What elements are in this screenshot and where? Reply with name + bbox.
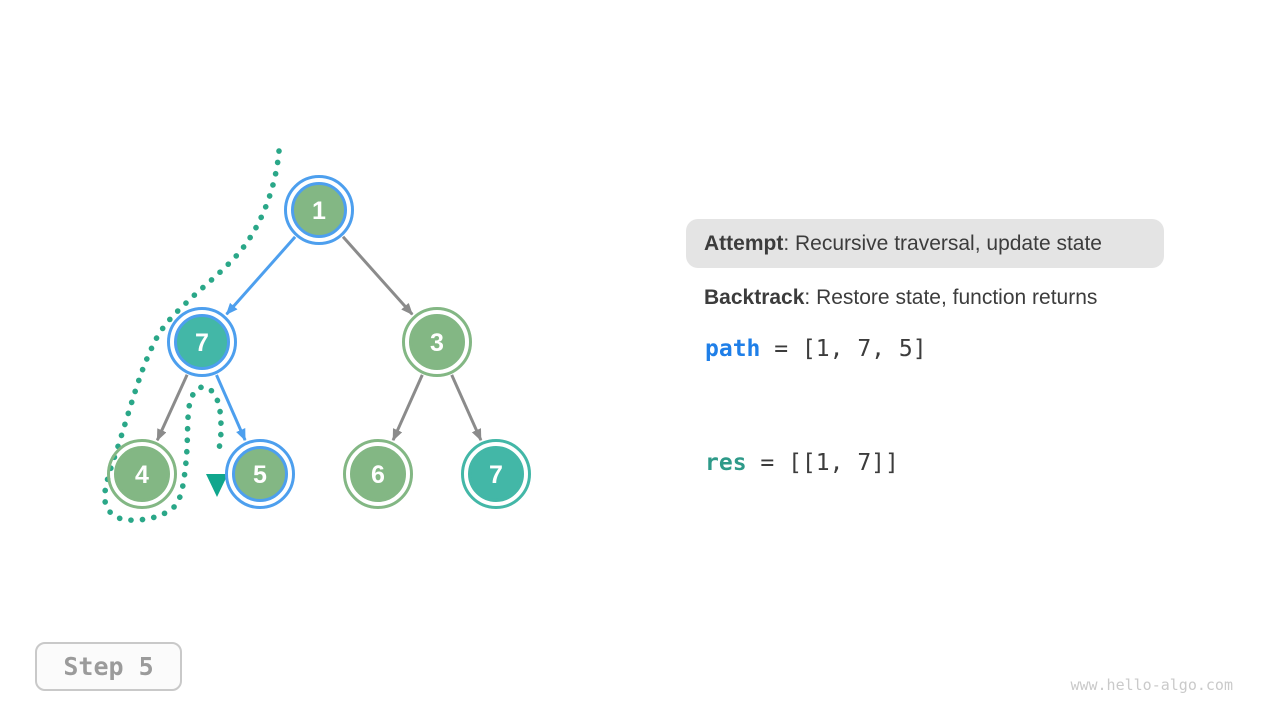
backtrack-label: Backtrack xyxy=(704,286,805,309)
node-outer-ring xyxy=(461,439,531,509)
path-variable-name: path xyxy=(705,336,761,362)
tree-edge xyxy=(215,374,247,442)
step-indicator-label: Step 5 xyxy=(63,652,154,681)
attempt-label: Attempt xyxy=(704,232,784,255)
tree-node: 1 xyxy=(284,175,354,245)
traversal-trail-dotted xyxy=(101,148,282,523)
attempt-note: Attempt: Recursive traversal, update sta… xyxy=(686,219,1164,268)
tree-edge xyxy=(341,235,414,316)
node-outer-ring xyxy=(343,439,413,509)
attempt-text: : Recursive traversal, update state xyxy=(783,232,1102,255)
tree-node: 5 xyxy=(225,439,295,509)
res-variable-value: = [[1, 7]] xyxy=(746,450,899,476)
node-circle xyxy=(291,182,347,238)
node-outer-ring xyxy=(402,307,472,377)
watermark: www.hello-algo.com xyxy=(1070,676,1233,694)
node-outer-ring xyxy=(167,307,237,377)
tree-edge xyxy=(155,374,189,442)
tree-node: 6 xyxy=(343,439,413,509)
node-circle xyxy=(174,314,230,370)
node-outer-ring xyxy=(225,439,295,509)
tree-edge xyxy=(225,235,297,316)
path-variable-value: = [1, 7, 5] xyxy=(760,336,927,362)
path-variable-line: path = [1, 7, 5] xyxy=(705,338,927,361)
node-circle xyxy=(350,446,406,502)
tree-node: 7 xyxy=(167,307,237,377)
node-circle xyxy=(409,314,465,370)
node-circle xyxy=(114,446,170,502)
tree-node-label: 1 xyxy=(312,197,326,225)
tree-edge xyxy=(391,374,424,442)
tree-node: 7 xyxy=(461,439,531,509)
current-position-marker xyxy=(206,474,228,497)
node-outer-ring xyxy=(284,175,354,245)
tree-node-label: 5 xyxy=(253,461,267,489)
node-outer-ring xyxy=(107,439,177,509)
tree-node-label: 4 xyxy=(135,461,149,489)
res-variable-name: res xyxy=(705,450,747,476)
node-circle xyxy=(468,446,524,502)
tree-node-label: 6 xyxy=(371,461,385,489)
backtrack-note: Backtrack: Restore state, function retur… xyxy=(704,287,1097,308)
res-variable-line: res = [[1, 7]] xyxy=(705,452,899,475)
backtrack-text: : Restore state, function returns xyxy=(804,286,1098,309)
node-circle xyxy=(232,446,288,502)
tree-node: 3 xyxy=(402,307,472,377)
tree-edge xyxy=(450,374,483,442)
tree-node: 4 xyxy=(107,439,177,509)
tree-node-label: 7 xyxy=(489,461,503,489)
tree-node-label: 7 xyxy=(195,329,209,357)
step-indicator: Step 5 xyxy=(35,642,182,691)
tree-node-label: 3 xyxy=(430,329,444,357)
